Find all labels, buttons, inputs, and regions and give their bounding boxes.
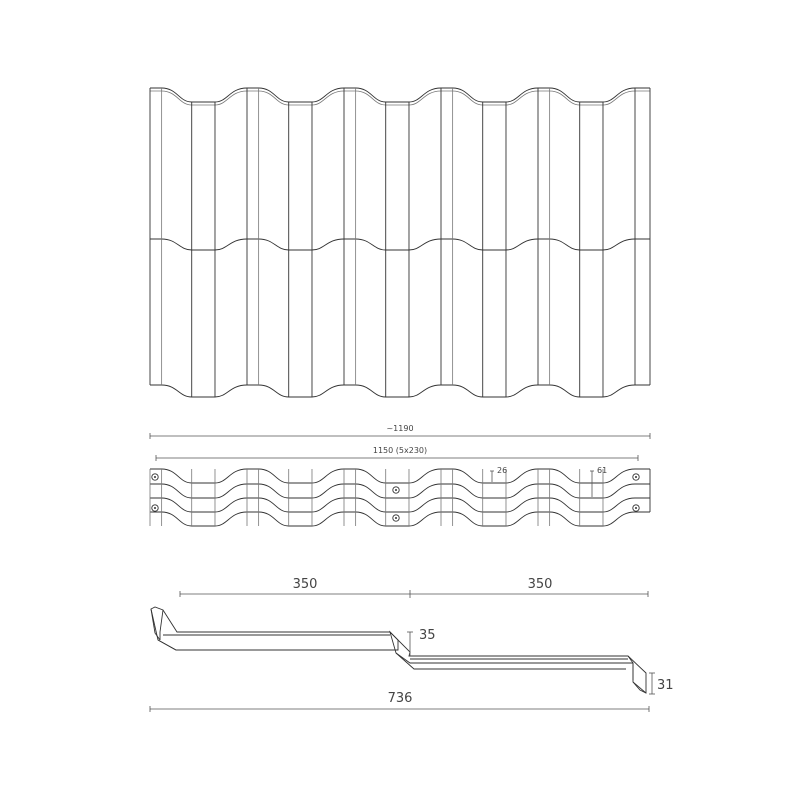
overall-width-label: ~1190 bbox=[386, 424, 413, 433]
module-width-dimension: 1150 (5x230) bbox=[155, 446, 639, 461]
depth-dimension-26: 26 bbox=[490, 466, 507, 482]
screw-hole-center bbox=[395, 489, 397, 491]
screw-hole-icon bbox=[392, 514, 400, 522]
screw-hole-icon bbox=[392, 486, 400, 494]
depth-dimension-61: 61 bbox=[590, 466, 607, 497]
total-length-dimension: 736 bbox=[149, 691, 650, 712]
tile-elevation-view bbox=[149, 87, 651, 398]
tile-section-view bbox=[150, 606, 647, 694]
screw-hole-center bbox=[635, 476, 637, 478]
screw-hole-center bbox=[154, 476, 156, 478]
right-span-label: 350 bbox=[528, 577, 553, 592]
left-span-dimension: 350 bbox=[179, 577, 411, 598]
screw-hole-center bbox=[154, 507, 156, 509]
end-height-dimension: 31 bbox=[649, 672, 674, 695]
step-height-dimension: 35 bbox=[407, 628, 436, 656]
tile-wave-edge bbox=[150, 90, 650, 106]
plan-wave-line bbox=[150, 497, 650, 513]
tile-plan-view bbox=[149, 468, 651, 527]
screw-hole-icon bbox=[632, 504, 640, 512]
screw-hole-icon bbox=[632, 473, 640, 481]
dim-26-label: 26 bbox=[497, 466, 507, 475]
screw-hole-icon bbox=[151, 504, 159, 512]
module-width-label: 1150 (5x230) bbox=[373, 446, 427, 455]
right-span-dimension: 350 bbox=[410, 577, 649, 597]
screw-hole-center bbox=[395, 517, 397, 519]
end-height-label: 31 bbox=[657, 678, 674, 693]
screw-hole-icon bbox=[151, 473, 159, 481]
total-length-label: 736 bbox=[388, 691, 413, 706]
tile-wave-edge bbox=[150, 87, 650, 103]
plan-wave-line bbox=[150, 511, 650, 527]
dim-61-label: 61 bbox=[597, 466, 607, 475]
tile-wave-edge bbox=[150, 238, 650, 251]
plan-wave-line bbox=[150, 483, 650, 499]
screw-hole-center bbox=[635, 507, 637, 509]
plan-wave-line bbox=[150, 468, 650, 484]
overall-width-dimension: ~1190 bbox=[149, 424, 651, 439]
step-height-label: 35 bbox=[419, 628, 436, 643]
tile-wave-edge bbox=[150, 384, 650, 398]
left-span-label: 350 bbox=[293, 577, 318, 592]
